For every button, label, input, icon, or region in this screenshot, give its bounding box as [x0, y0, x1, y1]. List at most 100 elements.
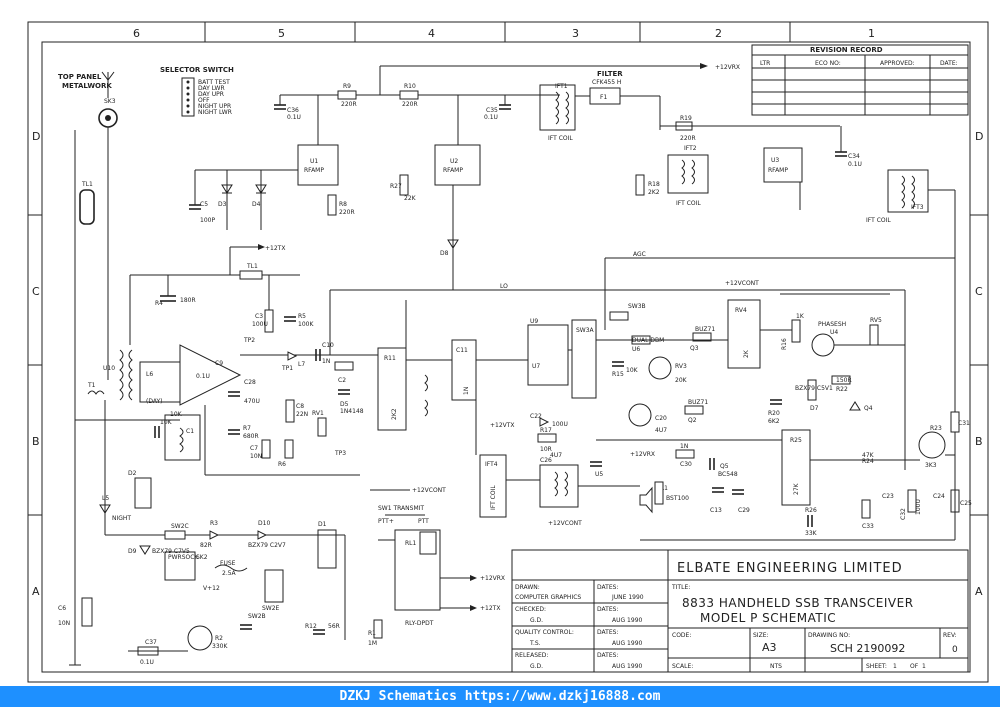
- r10-ref: R10: [404, 83, 416, 90]
- v12-label: V+12: [203, 585, 220, 592]
- checked-value: G.D.: [530, 617, 543, 624]
- c10-ref: C10: [322, 342, 334, 349]
- u3-ref: U3: [771, 157, 779, 164]
- d5-ref: L7: [298, 361, 305, 368]
- row-label: D: [975, 130, 983, 143]
- r22-val: 1K: [796, 313, 805, 320]
- sw1-transmit-label: SW1 TRANSMIT: [378, 505, 424, 512]
- r5-ref: C3: [255, 313, 263, 320]
- filter-section: IFT1 IFT COIL FILTER CFK455 H F1 +12VRX: [379, 63, 740, 142]
- r19-val: 220R: [680, 135, 696, 142]
- d10-ref: R3: [210, 520, 218, 527]
- drawing-border: [27, 21, 989, 683]
- rv5-ref: R22: [836, 386, 848, 393]
- drawing-no-label: DRAWING NO:: [808, 632, 850, 639]
- drawing-title-line1: 8833 HANDHELD SSB TRANSCEIVER: [682, 596, 914, 610]
- r4-ref: TL1: [246, 263, 258, 270]
- p12vrx-label: +12VRX: [630, 451, 655, 458]
- d5-diode-icon: [287, 351, 298, 361]
- c26-val: BC548: [718, 471, 738, 478]
- antenna-icon: [101, 71, 115, 98]
- released-value: G.D.: [530, 663, 543, 670]
- c35-ref: C35: [486, 107, 498, 114]
- selector-title: SELECTOR SWITCH: [160, 66, 234, 74]
- c34-ref: C34: [848, 153, 860, 160]
- sw3b-ref: U7: [532, 363, 540, 370]
- c7-val: 680R: [243, 433, 259, 440]
- sheet-value: 1: [893, 663, 897, 670]
- qc-label: QUALITY CONTROL:: [515, 629, 574, 636]
- d4-ref: D4: [252, 201, 261, 208]
- d1-led-icon: [139, 545, 151, 555]
- q3-mosfet-icon: [628, 403, 652, 427]
- d10-val: 82R: [200, 542, 212, 549]
- r25-ref: C31: [958, 420, 970, 427]
- c36-ref: C36: [287, 107, 299, 114]
- q3-val: 4U7: [655, 427, 667, 434]
- revision-title: REVISION RECORD: [810, 46, 883, 54]
- c24-ref: C13: [710, 507, 722, 514]
- scale-value: NTS: [770, 663, 782, 670]
- d9-val: BZX79 C2V7: [248, 542, 286, 549]
- r13-val: 10R: [540, 446, 552, 453]
- u8-ref: IFT4: [485, 461, 498, 468]
- selector-item: OFF: [198, 97, 210, 104]
- r9-val: 220R: [341, 101, 357, 108]
- col-label: 6: [133, 27, 140, 40]
- qc-date: AUG 1990: [612, 640, 643, 647]
- q2-ref: RV3: [675, 363, 687, 370]
- u9-val: 2K2: [391, 408, 398, 420]
- q3-ref: C20: [655, 415, 667, 422]
- q2-val: 20K: [675, 377, 688, 384]
- u1-ref: U1: [310, 158, 318, 165]
- r23-ref: C33: [862, 523, 874, 530]
- r8-val: 220R: [339, 209, 355, 216]
- title-block: ELBATE ENGINEERING LIMITED TITLE: 8833 H…: [511, 549, 969, 673]
- revision-header: APPROVED:: [880, 60, 915, 67]
- checked-label: CHECKED:: [515, 606, 546, 613]
- col-label: 4: [428, 27, 435, 40]
- selector-item: BATT TEST: [198, 79, 230, 86]
- r8-ref: R8: [339, 201, 347, 208]
- u10-ref: C9: [215, 360, 223, 367]
- c37-ref: C6: [58, 605, 66, 612]
- p12vcont2-label: +12VCONT: [548, 520, 582, 527]
- u7-ref: C11: [456, 347, 468, 354]
- r16-ref: Q3: [690, 345, 699, 352]
- svg-text:(DAY): (DAY): [146, 398, 163, 405]
- row-label: C: [32, 285, 40, 298]
- revision-header: ECO NO:: [815, 60, 841, 67]
- c10-val: 1N: [322, 358, 330, 365]
- r12-ref: R1: [368, 630, 376, 637]
- d2-val: NIGHT: [112, 515, 131, 522]
- q5-ref: R23: [930, 425, 942, 432]
- c8-val: 470U: [244, 398, 260, 405]
- signal-buses: AGC LO +12VCONT: [330, 251, 955, 330]
- rf-input-section: TL1 +12TX R4 180R C3 100U R5 100K C9 0.1…: [130, 244, 380, 476]
- u5-ref: R25: [790, 437, 802, 444]
- q1-val: 330K: [212, 643, 228, 650]
- sw2e-ref: D1: [318, 521, 327, 528]
- dates-label: DATES:: [597, 652, 618, 659]
- tp2-label: TP2: [243, 337, 255, 344]
- c28-ref: R20: [768, 410, 780, 417]
- c9-val: 100K: [298, 321, 314, 328]
- filter-label: FILTER: [597, 70, 623, 78]
- q5-transistor-icon: [918, 431, 946, 459]
- diode-icon: [221, 184, 267, 194]
- rx-rail-label: +12VRX: [715, 64, 740, 71]
- agc-label: AGC: [633, 251, 646, 258]
- c7-ref: R7: [243, 425, 251, 432]
- r7-val: 22N: [296, 411, 308, 418]
- c20-val: 10K: [626, 367, 639, 374]
- d10-zener-icon: [209, 530, 220, 540]
- q1-transistor-icon: [187, 625, 213, 651]
- row-label: B: [975, 435, 983, 448]
- size-value: A3: [762, 641, 777, 654]
- q4-ref: U4: [830, 329, 838, 336]
- relay-coil-icon: [419, 531, 437, 555]
- mixer-section: R11 2K2 C11 1N U9 U7 SW3A: [377, 318, 597, 431]
- column-labels: 6 5 4 3 2 1: [133, 27, 875, 40]
- d3-ref: D3: [218, 201, 227, 208]
